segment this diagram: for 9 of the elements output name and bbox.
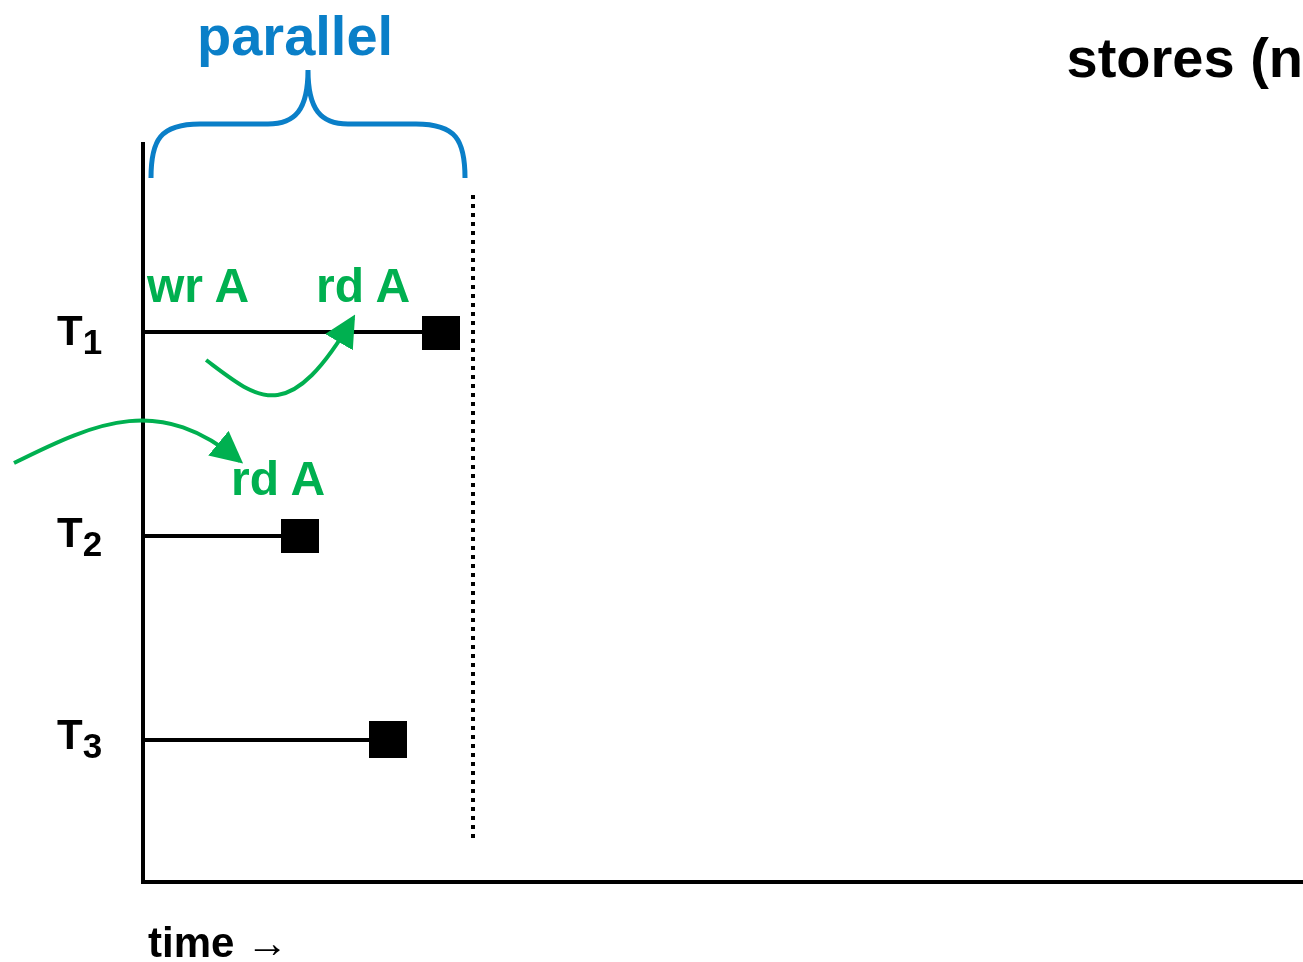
thread-label: T$_{3}$: [57, 714, 103, 764]
axis-label: time →: [148, 922, 289, 962]
thread-label: T$_{2}$: [57, 512, 103, 562]
operation-label: rd A: [231, 455, 326, 503]
arrow: [204, 314, 356, 398]
thread-label: T$_{1}$: [57, 310, 103, 360]
arrow: [13, 418, 244, 465]
operation-label: rd A: [316, 262, 411, 310]
operation-label: wr A: [147, 262, 250, 310]
